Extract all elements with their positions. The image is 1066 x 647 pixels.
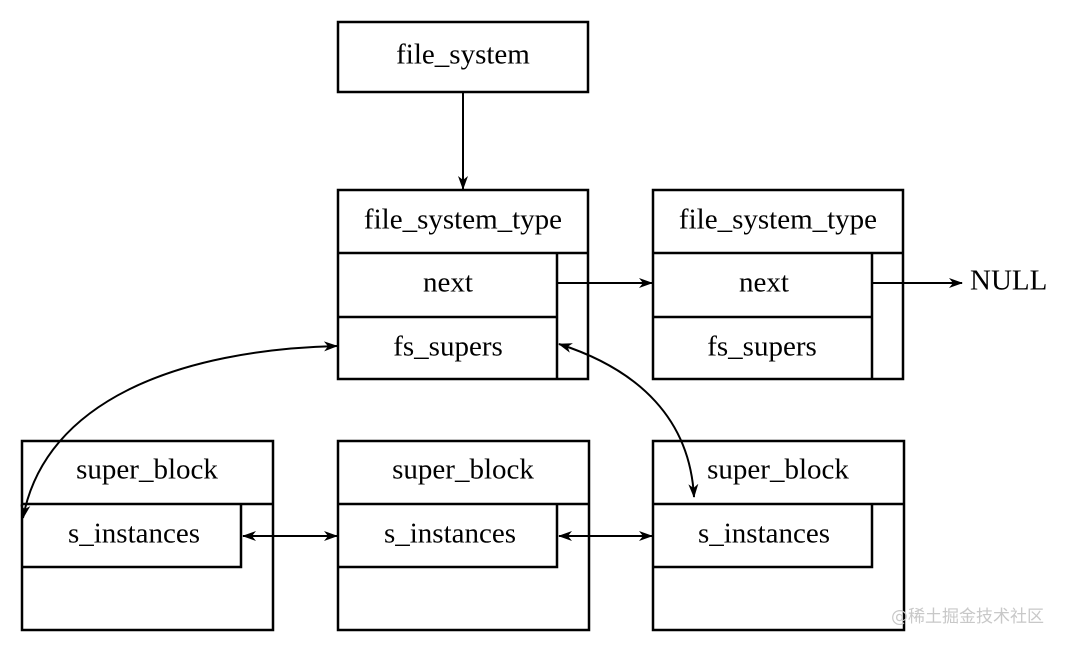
null-label: NULL bbox=[970, 265, 1047, 297]
fs-type-next-field: next bbox=[739, 267, 789, 299]
arrow-fs-supers-to-sb3 bbox=[558, 343, 699, 498]
super-block-title: super_block bbox=[76, 454, 218, 486]
fs-type-title: file_system_type bbox=[679, 204, 877, 236]
super-block-node-2: super_block s_instances bbox=[336, 439, 591, 632]
super-block-title: super_block bbox=[392, 454, 534, 486]
fs-type-node-2: file_system_type next fs_supers bbox=[651, 188, 905, 381]
super-block-node-3: super_block s_instances bbox=[651, 439, 906, 632]
file-system-label: file_system bbox=[396, 39, 530, 71]
arrow-fs-supers-to-sb1 bbox=[20, 341, 338, 519]
watermark: @稀土掘金技术社区 bbox=[891, 607, 1044, 627]
super-block-title: super_block bbox=[707, 454, 849, 486]
super-block-node-1: super_block s_instances bbox=[20, 439, 275, 632]
fs-type-fs-supers-field: fs_supers bbox=[707, 331, 817, 363]
s-instances-field: s_instances bbox=[68, 518, 200, 550]
fs-type-title: file_system_type bbox=[364, 204, 562, 236]
fs-type-node-1: file_system_type next fs_supers bbox=[336, 188, 590, 381]
fs-type-next-field: next bbox=[423, 267, 473, 299]
file-system-node: file_system bbox=[336, 20, 590, 94]
s-instances-field: s_instances bbox=[384, 518, 516, 550]
s-instances-field: s_instances bbox=[698, 518, 830, 550]
fs-type-fs-supers-field: fs_supers bbox=[393, 331, 503, 363]
